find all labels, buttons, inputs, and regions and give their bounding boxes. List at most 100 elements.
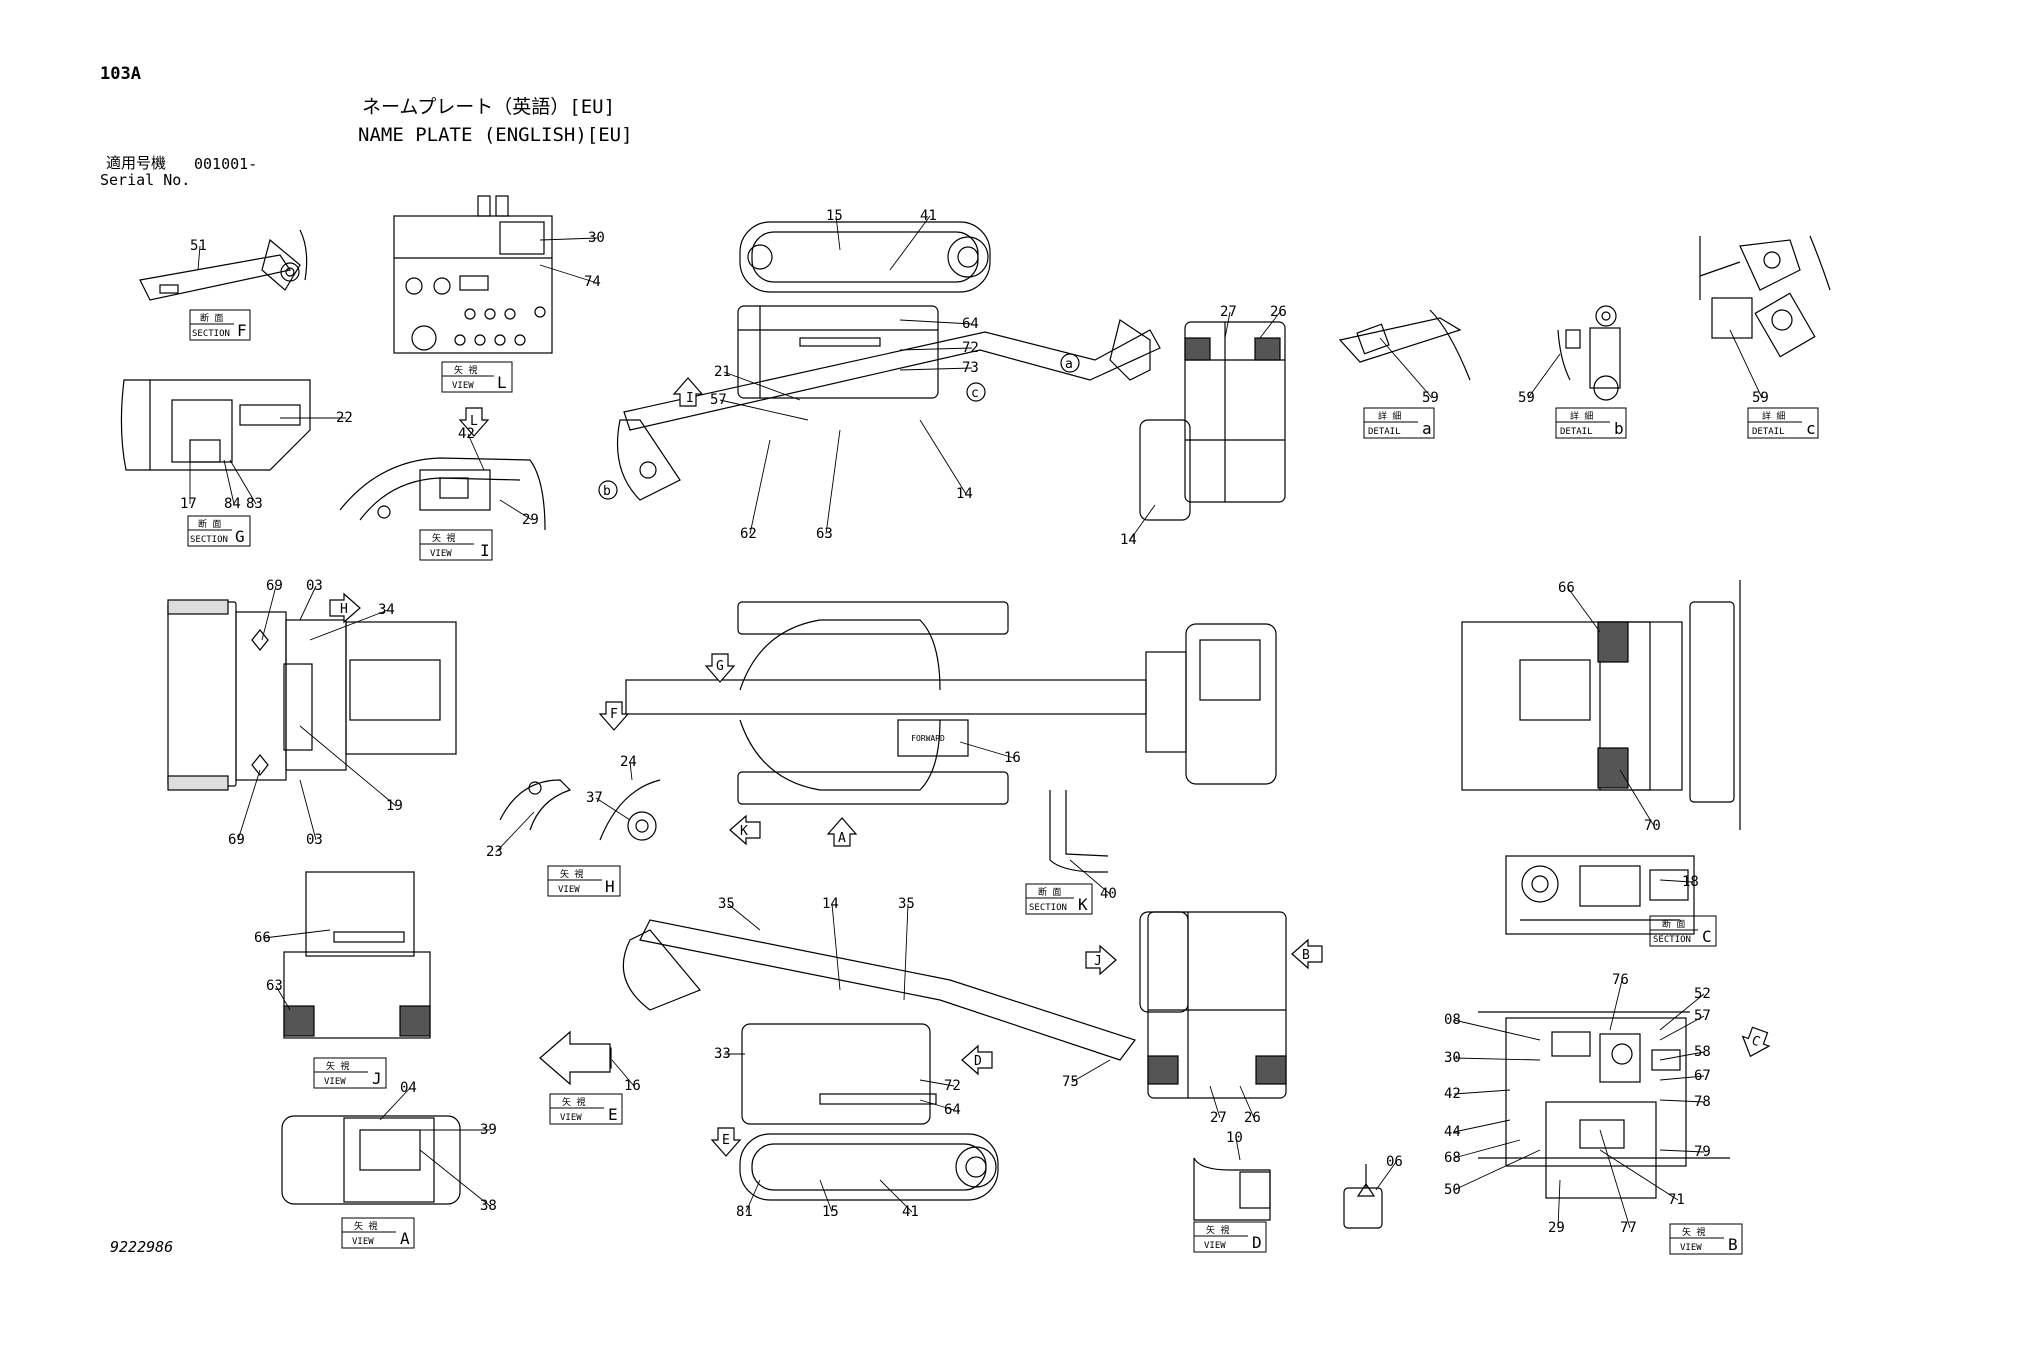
callout-number: 08 xyxy=(1444,1012,1461,1028)
callout-number: 63 xyxy=(266,978,283,994)
callout-leader xyxy=(919,1099,955,1111)
svg-text:詳 細: 詳 細 xyxy=(1570,410,1593,422)
callout-leader xyxy=(903,903,909,1001)
callout-leader xyxy=(749,439,771,535)
svg-text:矢 視: 矢 視 xyxy=(1682,1226,1705,1238)
callout-leader xyxy=(299,725,397,807)
svg-text:A: A xyxy=(400,1229,410,1248)
serial-label-japanese: 適用号機 xyxy=(106,154,167,172)
callout-leader xyxy=(889,215,931,271)
side-view-top xyxy=(616,221,1286,521)
callout-leader xyxy=(1453,1057,1541,1061)
callout-number: 15 xyxy=(822,1204,839,1220)
callout-number: 42 xyxy=(458,426,475,442)
callout-number: 04 xyxy=(400,1080,417,1096)
svg-text:E: E xyxy=(608,1105,618,1124)
callout-number: 70 xyxy=(1644,818,1661,834)
callout-leader xyxy=(1239,1085,1255,1119)
rear-view-right xyxy=(1461,580,1741,830)
callout-leader xyxy=(1557,1179,1561,1229)
callout-leader xyxy=(919,1079,955,1087)
detail-circle-c-label: c xyxy=(971,386,979,401)
view-arrow-f: F xyxy=(598,701,630,731)
detail-circle-a xyxy=(1060,353,1080,373)
callout-leader xyxy=(825,429,841,535)
callout-leader xyxy=(1659,1051,1705,1061)
callout-number: 16 xyxy=(624,1078,641,1094)
svg-text:H: H xyxy=(605,877,615,896)
callout-number: 76 xyxy=(1612,972,1629,988)
detail-circle-a-label: a xyxy=(1065,357,1073,372)
detail-circle-b-label: b xyxy=(603,484,611,499)
callout-number: 66 xyxy=(254,930,271,946)
callout-number: 79 xyxy=(1694,1144,1711,1160)
svg-text:G: G xyxy=(235,527,245,546)
svg-text:a: a xyxy=(1422,419,1432,438)
callout-leader xyxy=(275,985,291,1011)
callout-number: 30 xyxy=(1444,1050,1461,1066)
callout-number: 62 xyxy=(740,526,757,542)
svg-text:SECTION: SECTION xyxy=(1029,903,1067,913)
serial-label-english: Serial No. xyxy=(100,171,191,189)
callout-leader xyxy=(309,609,389,641)
view-arrow-j: J xyxy=(1085,944,1117,976)
svg-text:J: J xyxy=(1094,954,1102,969)
callout-number: 83 xyxy=(246,496,263,512)
top-view-left xyxy=(167,599,457,791)
callout-leader xyxy=(299,585,317,621)
view-arrow-i: I xyxy=(672,377,704,407)
callout-leader xyxy=(1599,1129,1631,1229)
detail-circle-c xyxy=(966,382,986,402)
callout-leader xyxy=(1129,504,1156,541)
svg-text:J: J xyxy=(372,1069,382,1088)
callout-leader xyxy=(1209,1085,1221,1119)
callout-leader xyxy=(539,264,595,283)
callout-leader xyxy=(831,903,841,991)
callout-leader xyxy=(1659,1015,1705,1041)
view-arrow-h: H xyxy=(329,592,361,624)
callout-number: 59 xyxy=(1752,390,1769,406)
callout-leader xyxy=(299,779,317,841)
view-arrow-l: L xyxy=(458,407,490,437)
callout-leader xyxy=(237,769,261,841)
svg-text:A: A xyxy=(838,831,846,846)
remote-pendant-drawing xyxy=(1343,1164,1383,1229)
view-arrow-e: E xyxy=(710,1127,742,1157)
callout-leader xyxy=(467,433,485,471)
callout-number: 71 xyxy=(1668,1192,1685,1208)
callout-number: 59 xyxy=(1518,390,1535,406)
svg-text:詳 細: 詳 細 xyxy=(1378,410,1401,422)
svg-text:矢 視: 矢 視 xyxy=(560,868,583,880)
callout-leader xyxy=(379,1087,411,1121)
svg-text:c: c xyxy=(1806,419,1816,438)
svg-text:b: b xyxy=(1614,419,1624,438)
svg-text:DETAIL: DETAIL xyxy=(1752,427,1785,437)
callout-leader xyxy=(539,237,599,241)
callout-number: 35 xyxy=(718,896,735,912)
svg-text:VIEW: VIEW xyxy=(324,1077,346,1087)
svg-text:矢 視: 矢 視 xyxy=(326,1060,349,1072)
callout-leader xyxy=(879,1179,913,1213)
callout-number: 84 xyxy=(224,496,241,512)
callout-number: 52 xyxy=(1694,986,1711,1002)
section-f-drawing xyxy=(139,229,308,301)
view-arrow-b: B xyxy=(1291,938,1323,970)
callout-number: 63 xyxy=(816,526,833,542)
callout-number: 42 xyxy=(1444,1086,1461,1102)
callout-number: 41 xyxy=(920,208,937,224)
svg-text:H: H xyxy=(340,602,348,617)
svg-text:DETAIL: DETAIL xyxy=(1560,427,1593,437)
callout-leader xyxy=(1375,1161,1397,1191)
svg-text:E: E xyxy=(722,1133,730,1148)
view-arrow-k: K xyxy=(729,814,761,846)
callout-leader xyxy=(727,903,761,931)
callout-number: 69 xyxy=(266,578,283,594)
svg-text:矢 視: 矢 視 xyxy=(354,1220,377,1232)
callout-number: 27 xyxy=(1220,304,1237,320)
callout-number: 19 xyxy=(386,798,403,814)
callout-number: 44 xyxy=(1444,1124,1461,1140)
